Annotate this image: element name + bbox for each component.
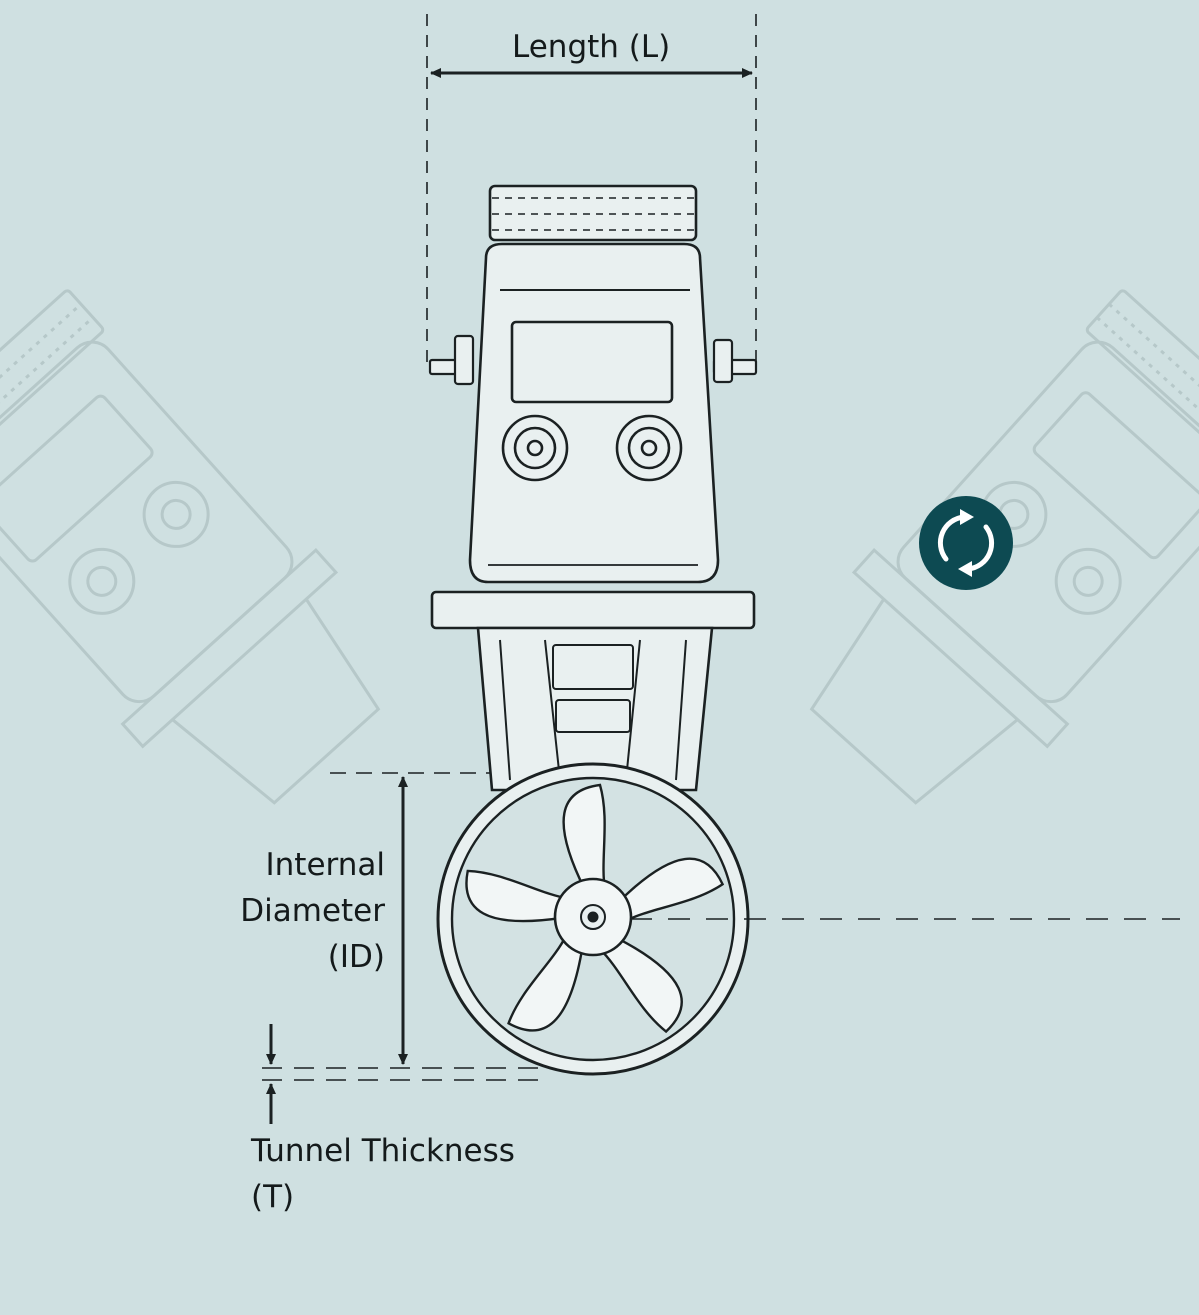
rotate-view-button[interactable] <box>918 495 1014 591</box>
length-label: Length (L) <box>512 29 671 65</box>
length-dimension <box>426 14 757 370</box>
tunnel-thickness-label: Tunnel Thickness (T) <box>251 1128 515 1220</box>
internal-diameter-label-line: Diameter <box>240 893 385 929</box>
ghost-thruster-left <box>0 289 381 805</box>
propeller-blades <box>465 783 725 1034</box>
tunnel-thickness-dimension <box>262 1024 545 1124</box>
internal-diameter-label: Internal Diameter (ID) <box>240 842 385 980</box>
propeller-tunnel <box>436 762 750 1076</box>
internal-diameter-dimension <box>330 772 490 1065</box>
ghost-thruster-right <box>809 289 1199 805</box>
main-thruster <box>428 184 758 792</box>
internal-diameter-label-line: Internal <box>265 847 385 883</box>
tunnel-thickness-label-line: (T) <box>251 1179 295 1215</box>
tunnel-thickness-label-line: Tunnel Thickness <box>251 1133 515 1169</box>
rotate-view-icon <box>919 496 1013 590</box>
internal-diameter-label-line: (ID) <box>327 939 385 975</box>
